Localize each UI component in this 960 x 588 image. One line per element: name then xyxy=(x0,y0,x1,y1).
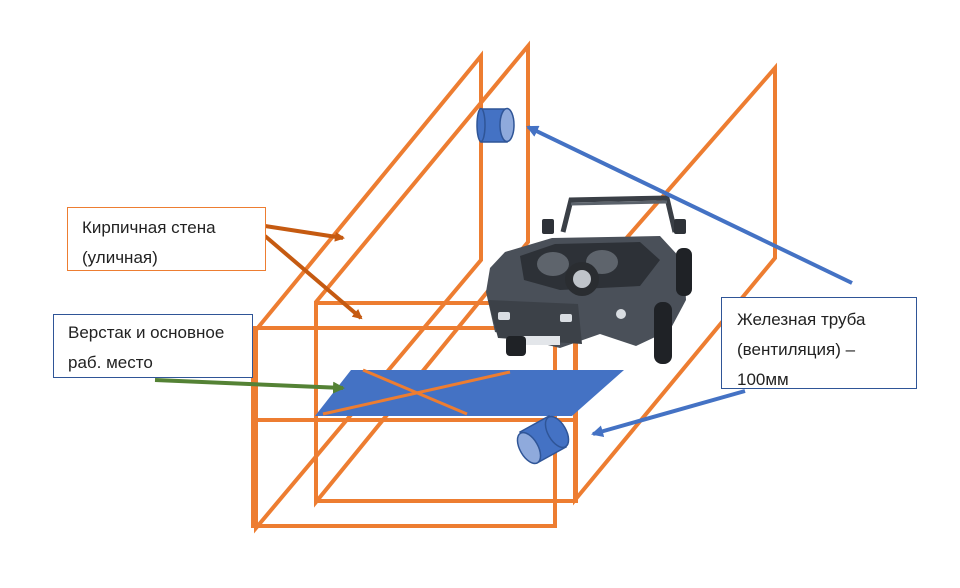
pipe-icon xyxy=(516,414,570,465)
arrow-workbench xyxy=(154,378,345,394)
workbench-cross-b xyxy=(322,370,511,416)
callout-iron-pipe: Железная труба (вентиляция) – 100мм xyxy=(721,297,917,389)
callout-brick-wall-line1: Кирпичная стена xyxy=(82,218,216,237)
callout-iron-pipe-line3: 100мм xyxy=(737,370,789,389)
callout-iron-pipe-line1: Железная труба xyxy=(737,310,866,329)
callout-workbench-line1: Верстак и основное xyxy=(68,323,225,342)
arrow-pipe-upper xyxy=(526,125,853,285)
pipe-icon xyxy=(476,107,515,143)
callout-brick-wall: Кирпичная стена (уличная) xyxy=(67,207,266,271)
garage-frame xyxy=(251,40,777,534)
callout-workbench-line2: раб. место xyxy=(68,353,153,372)
workbench-surface xyxy=(315,370,624,416)
left-wall-outer xyxy=(254,50,483,534)
arrow-wall-lower xyxy=(263,234,363,320)
callout-arrows xyxy=(154,125,853,438)
arrow-pipe-lower xyxy=(591,389,746,438)
callout-workbench: Верстак и основное раб. место xyxy=(53,314,253,378)
car-icon xyxy=(486,195,692,364)
callout-iron-pipe-line2: (вентиляция) – xyxy=(737,340,856,359)
front-frame xyxy=(251,326,557,528)
callout-brick-wall-line2: (уличная) xyxy=(82,248,158,267)
arrow-wall-upper xyxy=(264,224,345,242)
workbench xyxy=(315,368,624,416)
